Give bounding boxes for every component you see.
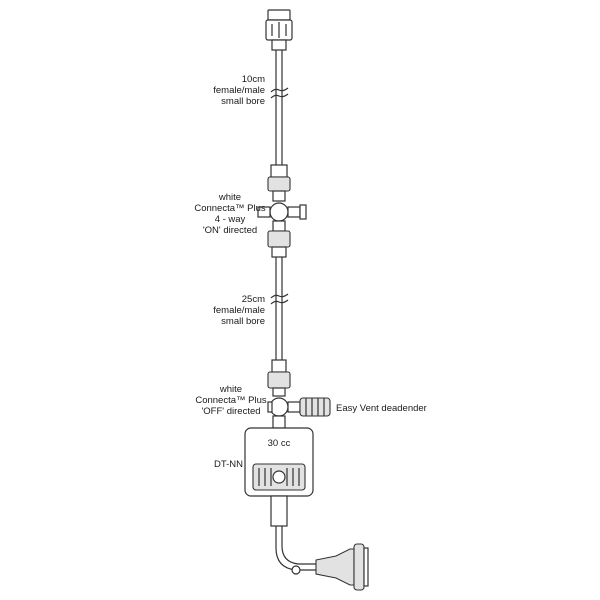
middle-tube-label: 25cm female/male small bore — [190, 294, 265, 327]
cable-connector — [315, 543, 369, 591]
volume-label: 30 cc — [267, 438, 291, 449]
middle-tube-label-line-3: small bore — [221, 316, 265, 327]
middle-tube-label-line-2: female/male — [213, 305, 265, 316]
deadender-label: Easy Vent deadender — [336, 403, 427, 414]
upper-stopcock — [257, 164, 307, 258]
top-tube-label-line-3: small bore — [221, 96, 265, 107]
transducer-housing — [244, 427, 314, 527]
lower-stopcock-label-line-2: Connecta™ Plus — [195, 395, 267, 406]
upper-stopcock-label-line-3: 4 - way — [214, 214, 246, 225]
top-connector — [265, 9, 293, 51]
lower-stopcock-label: white Connecta™ Plus 'OFF' directed — [192, 384, 270, 417]
top-tube-label: 10cm female/male small bore — [190, 74, 265, 107]
lower-stopcock-label-line-3: 'OFF' directed — [201, 406, 261, 417]
lower-stopcock — [267, 359, 331, 429]
lower-stopcock-label-line-1: white — [219, 384, 243, 395]
upper-stopcock-label: white Connecta™ Plus 4 - way 'ON' direct… — [190, 192, 270, 236]
upper-stopcock-label-line-2: Connecta™ Plus — [194, 203, 266, 214]
middle-tube — [270, 257, 289, 360]
top-tube-label-line-2: female/male — [213, 85, 265, 96]
top-tube — [270, 50, 289, 165]
middle-tube-label-line-1: 25cm — [241, 294, 265, 305]
top-tube-label-line-1: 10cm — [241, 74, 265, 85]
model-label: DT-NN — [214, 459, 244, 470]
upper-stopcock-label-line-1: white — [218, 192, 242, 203]
upper-stopcock-label-line-4: 'ON' directed — [202, 225, 258, 236]
cable — [275, 526, 316, 575]
